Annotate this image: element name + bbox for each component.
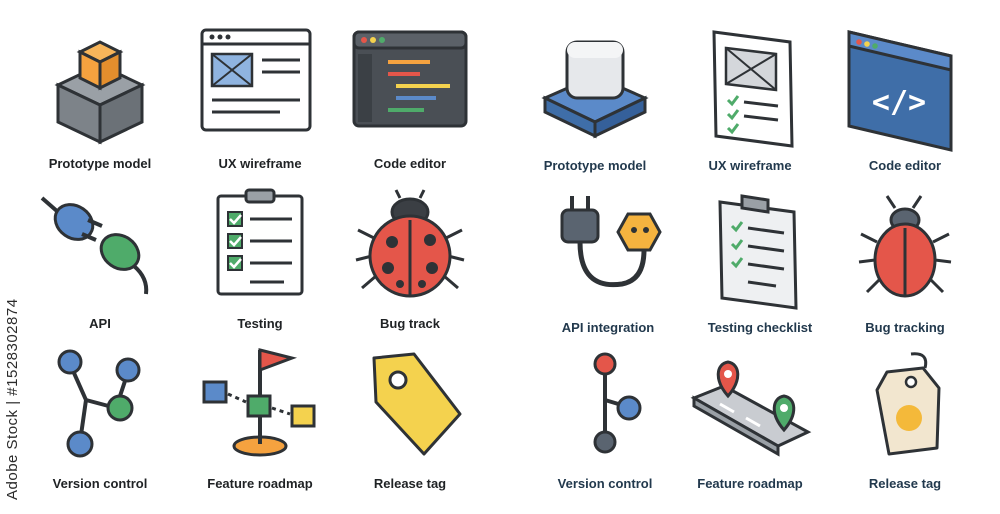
icon-tile-bug-track: Bug track bbox=[340, 189, 480, 340]
plug-socket-icon bbox=[560, 196, 662, 288]
icon-tile-api-integration: API integration bbox=[538, 194, 678, 344]
stock-credit-watermark: Adobe Stock | #1528302874 bbox=[4, 298, 21, 500]
tile-label: Version control bbox=[52, 476, 148, 491]
tile-label: Feature roadmap bbox=[697, 476, 803, 491]
checklist-clipboard-icon bbox=[216, 188, 304, 296]
icon-tile-testing-checklist: Testing checklist bbox=[690, 194, 830, 344]
code-glyph: </> bbox=[872, 85, 926, 120]
tile-label: Feature roadmap bbox=[207, 476, 313, 491]
tile-label: API integration bbox=[561, 320, 655, 335]
icon-tile-feature-roadmap: Feature roadmap bbox=[190, 348, 330, 500]
icon-tile-release-tag: Release tag bbox=[340, 350, 480, 500]
icon-tile-feature-roadmap-alt: Feature roadmap bbox=[680, 350, 820, 500]
icon-tile-code-editor-alt: </> Code editor bbox=[835, 30, 975, 182]
tile-label: Code editor bbox=[373, 156, 447, 171]
tile-label: Code editor bbox=[868, 158, 942, 173]
tile-label: Testing checklist bbox=[707, 320, 813, 335]
icon-tile-version-control-alt: Version control bbox=[535, 350, 675, 500]
tile-label: Release tag bbox=[868, 476, 942, 491]
roadmap-flag-icon bbox=[202, 348, 316, 457]
icon-tile-version-control: Version control bbox=[30, 349, 170, 500]
code-editor-window-icon bbox=[352, 30, 468, 128]
tile-label: API bbox=[89, 316, 111, 331]
branch-graph-icon bbox=[57, 349, 141, 458]
wireframe-window-icon bbox=[200, 28, 312, 132]
tile-label: Bug track bbox=[380, 316, 440, 331]
icon-tile-ux-wireframe: UX wireframe bbox=[190, 28, 330, 180]
ladybug-icon bbox=[355, 189, 465, 298]
icon-tile-prototype-model-alt: Prototype model bbox=[525, 32, 665, 182]
icon-tile-release-tag-alt: Release tag bbox=[835, 350, 975, 500]
tile-label: Bug tracking bbox=[865, 320, 945, 335]
tile-label: Prototype model bbox=[48, 156, 152, 171]
icon-tile-api: API bbox=[30, 190, 170, 340]
tile-label: UX wireframe bbox=[218, 156, 302, 171]
icon-tile-bug-tracking: Bug tracking bbox=[835, 194, 975, 344]
price-tag-icon bbox=[372, 352, 462, 456]
tile-label: Testing bbox=[237, 316, 283, 331]
tile-label: Release tag bbox=[373, 476, 447, 491]
icon-tile-code-editor: Code editor bbox=[340, 30, 480, 180]
branch-line-icon bbox=[593, 352, 642, 454]
wireframe-document-icon bbox=[712, 30, 794, 148]
icon-tile-ux-wireframe-alt: UX wireframe bbox=[680, 30, 820, 182]
tile-label: Prototype model bbox=[543, 158, 647, 173]
plug-connector-icon bbox=[40, 196, 149, 295]
icon-tile-prototype-model: Prototype model bbox=[30, 30, 170, 180]
tag-label-icon bbox=[875, 352, 941, 456]
checklist-clipboard-icon bbox=[718, 194, 798, 310]
beetle-icon bbox=[858, 195, 952, 298]
tile-label: UX wireframe bbox=[708, 158, 792, 173]
prototype-cube-icon bbox=[54, 40, 146, 145]
prototype-cube-icon bbox=[541, 40, 649, 139]
map-pins-icon bbox=[690, 360, 812, 457]
tile-label: Version control bbox=[557, 476, 653, 491]
code-brackets-window-icon: </> bbox=[847, 30, 953, 152]
icon-tile-testing: Testing bbox=[190, 188, 330, 340]
